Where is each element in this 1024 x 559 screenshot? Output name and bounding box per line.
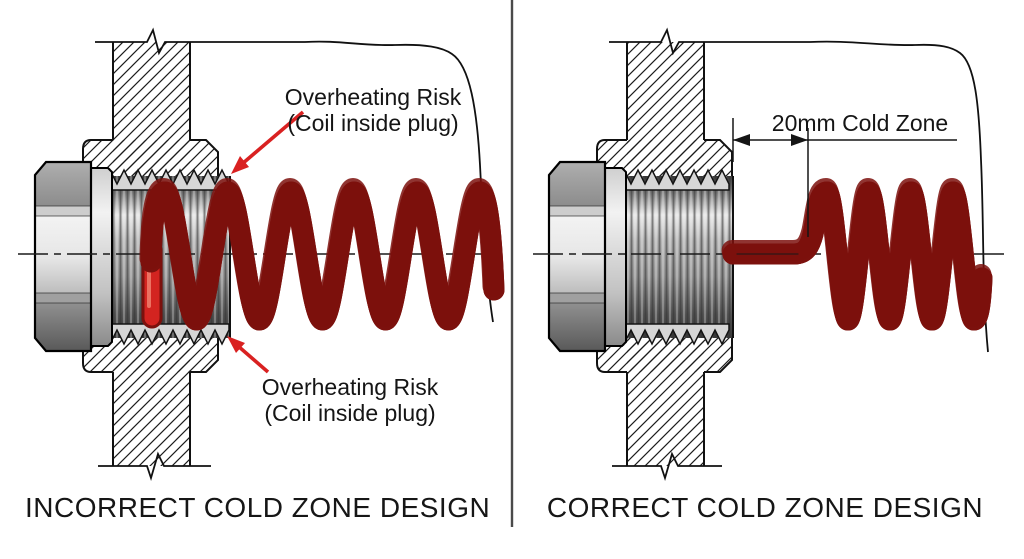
- panel-correct: [533, 27, 1006, 482]
- overheating-label-top: Overheating Risk (Coil inside plug): [253, 84, 493, 136]
- thread-crests-bottom: [619, 323, 730, 347]
- overheating-label-top-line2: (Coil inside plug): [287, 110, 459, 136]
- overheating-label-bottom-line1: Overheating Risk: [261, 374, 439, 400]
- section-boundary-bottom: [612, 451, 722, 482]
- heating-coil-correct: [732, 189, 993, 331]
- panel-incorrect: [18, 27, 505, 482]
- hex-head: [547, 160, 607, 353]
- overheating-arrow-bottom: [227, 336, 270, 374]
- plug-washer: [604, 167, 627, 347]
- heating-coil-incorrect: [149, 189, 505, 331]
- hex-head: [33, 160, 93, 353]
- caption-correct: CORRECT COLD ZONE DESIGN: [546, 492, 984, 523]
- section-boundary-top: [609, 27, 989, 353]
- section-boundary-bottom: [98, 451, 211, 482]
- cold-zone-dimension-label: 20mm Cold Zone: [771, 110, 949, 136]
- wall-edges: [112, 42, 191, 466]
- wall-edges: [626, 42, 705, 466]
- dim-arrow-left: [733, 134, 750, 146]
- overheating-label-top-line1: Overheating Risk: [284, 84, 462, 110]
- overheating-label-bottom: Overheating Risk (Coil inside plug): [230, 374, 470, 426]
- thread-crests-top: [619, 167, 730, 191]
- plug-washer: [90, 167, 113, 347]
- dim-arrow-right: [791, 134, 808, 146]
- caption-incorrect: INCORRECT COLD ZONE DESIGN: [25, 492, 491, 523]
- overheating-arrow-top: [231, 110, 305, 174]
- overheating-label-bottom-line2: (Coil inside plug): [264, 400, 436, 426]
- thread-lines: [620, 176, 733, 338]
